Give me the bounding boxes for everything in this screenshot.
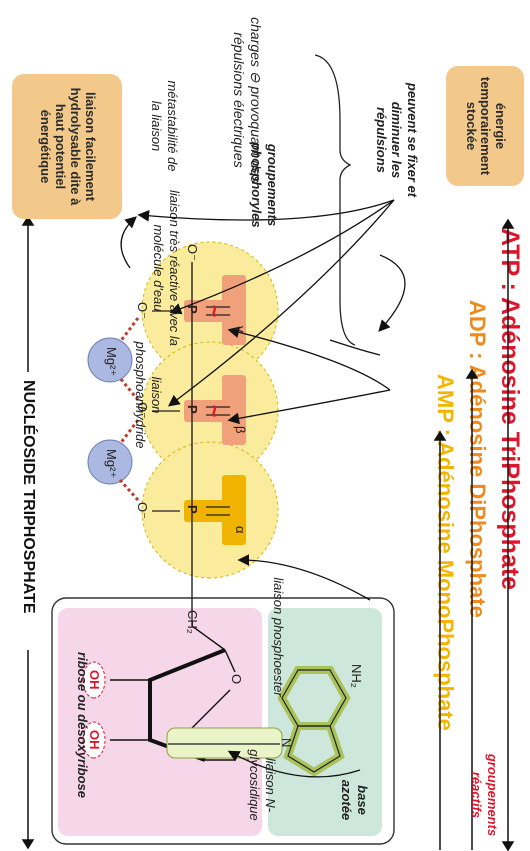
o-minus-3: O⁻ (135, 502, 150, 519)
energy-box: énergie temporairement stockée (446, 66, 524, 186)
o-minus-left: O⁻ (185, 244, 200, 261)
oh-3-ring (82, 721, 106, 759)
n-glycosidic-highlight (166, 727, 283, 759)
po-double-bonds (206, 306, 230, 516)
mg-coordination (118, 317, 140, 502)
amp-span-arrow (433, 430, 447, 850)
beta-label: β (233, 426, 248, 434)
phosphoanhydride-label: liaison phosphoanhydride (133, 341, 164, 449)
very-reactive-label: liaison très réactive avec la molécule d… (151, 189, 182, 347)
alpha-p-label: P (185, 505, 200, 514)
mg-ion-2 (87, 439, 133, 485)
gamma-label: γ (233, 326, 248, 333)
alpha-label: α (233, 526, 248, 534)
nucleoside-label: NUCLÉOSIDE TRIPHOSPHATE (20, 380, 37, 614)
nitrogenous-base-label: base azotée (339, 779, 370, 821)
base-ring (277, 666, 351, 777)
can-bind-label: peuvent se fixer et diminuer les répulsi… (373, 82, 420, 198)
o-minus-2: O⁻ (135, 402, 150, 419)
o-minus-1: O⁻ (135, 302, 150, 319)
gamma-p-label: P (185, 305, 200, 314)
tilde-1: ~ (202, 305, 227, 318)
beta-p-label: P (185, 405, 200, 414)
metastability-brace (314, 54, 356, 346)
gamma-bar-vert (184, 300, 246, 322)
nh2-label: NH₂ (349, 664, 364, 688)
alpha-bar-vert (184, 500, 246, 522)
n-glycosidic-label: liaison N-glycosidique (247, 749, 278, 821)
n-label: N (279, 738, 294, 748)
ribose-box (58, 608, 262, 836)
adp-span-arrow (465, 368, 479, 850)
phosphoryl-groups-label: groupements phosphoryles (249, 142, 280, 228)
nucleoside-arrow (21, 215, 35, 850)
ribose-label: ribose ou désoxyribose (75, 652, 90, 798)
atp-span-arrow (501, 218, 515, 851)
oh-2-label: OH (87, 670, 102, 690)
metastability-label: métastabilité de la liaison (149, 80, 180, 172)
oh-3-label: OH (87, 730, 102, 750)
mg-2-label: Mg²⁺ (104, 449, 119, 479)
reactive-groups-label: groupements réactifs (469, 753, 500, 837)
annotation-arrows (120, 199, 406, 778)
hydrolysable-box: liaison facilement hydrolysable dite à h… (12, 74, 122, 219)
phosphoester-label: liaison phosphoester (271, 577, 286, 697)
oh-2-ring (82, 661, 106, 699)
mg-ion-1 (87, 337, 133, 383)
nucleoside-frame (51, 597, 395, 845)
mg-1-label: Mg²⁺ (104, 347, 119, 377)
tilde-2: ~ (202, 405, 227, 418)
ch2-label: CH₂ (185, 610, 200, 634)
ring-o-label: O (229, 674, 244, 685)
